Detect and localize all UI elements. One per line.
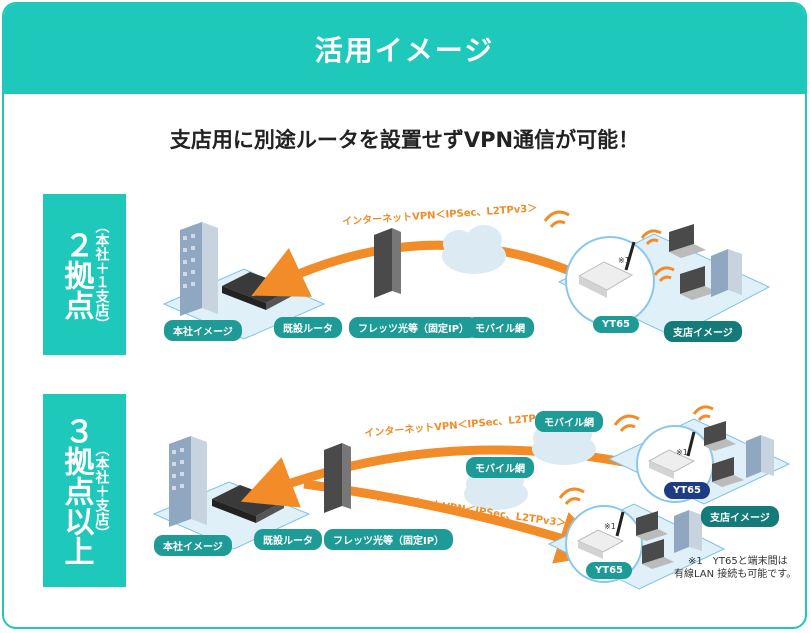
- section-title: ３拠点以上: [58, 415, 94, 566]
- mobile-network-label: モバイル網: [535, 411, 603, 432]
- building-icon: [180, 222, 218, 316]
- section-subtitle: （本社＋１支店）: [93, 218, 110, 331]
- note-mark: ※1: [604, 522, 616, 531]
- yt65-label: YT65: [586, 562, 632, 579]
- header-bar: 活用イメージ: [4, 4, 805, 94]
- yt65-device-icon: [577, 241, 636, 298]
- yt65-label: YT65: [664, 482, 710, 499]
- building-icon: [674, 510, 702, 553]
- note-mark: ※1: [618, 256, 630, 265]
- mobile-network-label: モバイル網: [466, 457, 534, 478]
- router-label: 既設ルータ: [274, 317, 342, 338]
- footnote-line1: ※1 YT65と端末間は: [688, 556, 788, 567]
- wifi-signal-icon: [543, 210, 570, 228]
- wifi-signal-icon: [653, 266, 675, 283]
- building-icon: [169, 436, 207, 527]
- laptop-icon: [680, 266, 717, 300]
- laptop-icon: [712, 457, 744, 487]
- hq-label: 本社イメージ: [154, 535, 232, 556]
- mobile-network-label: モバイル網: [466, 317, 534, 338]
- laptop-icon: [636, 511, 668, 541]
- wifi-signal-icon: [558, 487, 585, 505]
- laptop-icon: [669, 224, 706, 258]
- branch-label: 支店イメージ: [664, 321, 742, 342]
- footnote-line2: 有線LAN 接続も可能です。: [674, 569, 797, 580]
- optical-router-icon: [374, 228, 401, 298]
- vpn-arrow: [251, 240, 591, 297]
- hq-label: 本社イメージ: [164, 320, 242, 341]
- wifi-signal-icon: [692, 405, 714, 422]
- building-icon: [746, 435, 774, 478]
- subtitle: 支店用に別途ルータを設置せずVPN通信が可能！: [169, 128, 640, 152]
- router-label: 既設ルータ: [254, 529, 322, 550]
- cloud-icon: [442, 225, 506, 274]
- section-label-three-sites: ３拠点以上 （本社＋支店）: [43, 394, 126, 587]
- branch-label: 支店イメージ: [701, 506, 779, 527]
- page-title: 活用イメージ: [314, 34, 495, 67]
- section-label-two-sites: ２拠点 （本社＋１支店）: [43, 194, 126, 355]
- yt65-device-icon: [576, 511, 625, 559]
- wifi-signal-icon: [613, 414, 640, 432]
- laptop-icon: [642, 539, 674, 569]
- flets-label: フレッツ光等（固定IP）: [349, 317, 479, 338]
- wifi-signal-icon: [640, 229, 662, 246]
- laptop-icon: [704, 421, 736, 451]
- section-title: ２拠点: [58, 229, 94, 320]
- optical-router-icon: [324, 443, 351, 513]
- yt65-label: YT65: [593, 316, 639, 333]
- building-icon: [711, 249, 742, 297]
- network-diagram: [152, 210, 791, 590]
- section-subtitle: （本社＋支店）: [93, 441, 110, 540]
- note-mark: ※1: [676, 448, 688, 457]
- yt65-device-icon: [647, 431, 696, 479]
- flets-label: フレッツ光等（固定IP）: [324, 529, 454, 550]
